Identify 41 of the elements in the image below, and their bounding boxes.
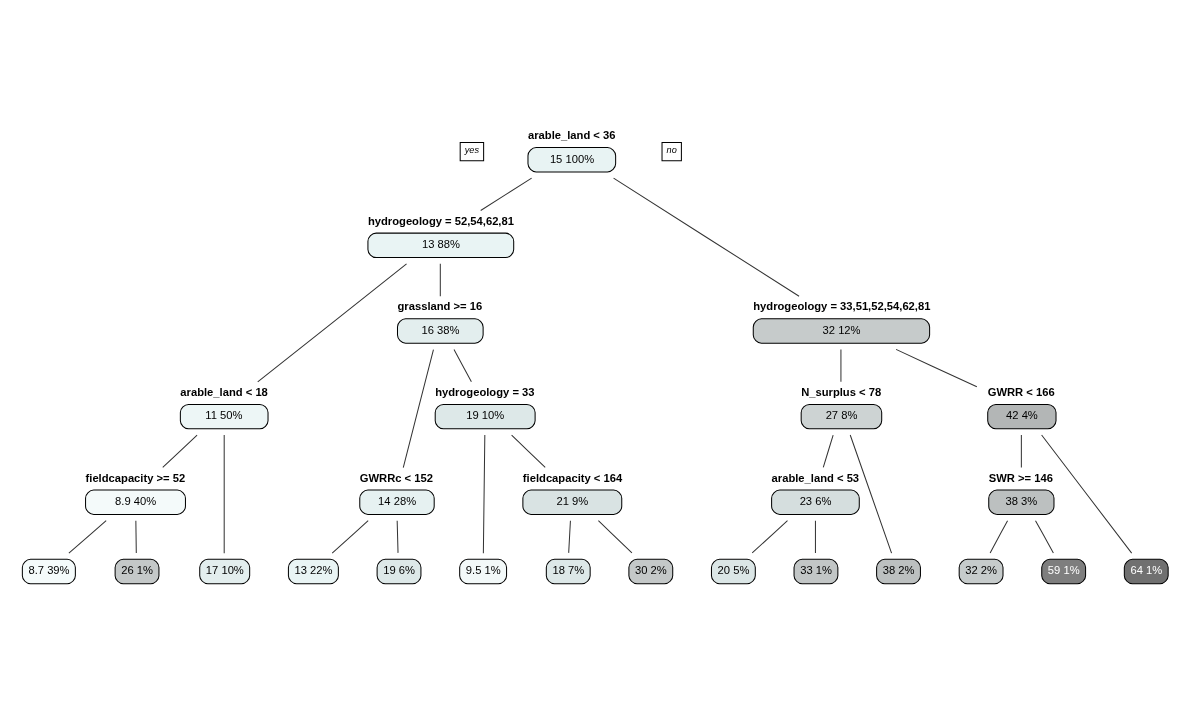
connector: [1035, 520, 1054, 554]
connector: [1020, 434, 1022, 468]
connector: [223, 434, 225, 554]
node-label: GWRRc < 152: [359, 471, 433, 484]
connector: [989, 520, 1009, 554]
connector: [814, 520, 816, 554]
connector: [453, 348, 472, 383]
node-label: hydrogeology = 33: [435, 386, 535, 399]
node-label: fieldcapacity >= 52: [85, 471, 186, 484]
connector: [482, 434, 486, 554]
connector: [331, 520, 369, 554]
connector: [480, 177, 533, 212]
node-label: arable_land < 53: [771, 471, 860, 484]
label: yes: [464, 144, 480, 155]
connector: [751, 520, 788, 554]
node-label: fieldcapacity < 164: [522, 471, 623, 484]
connector: [840, 348, 842, 383]
node-label: SWR >= 146: [988, 471, 1053, 484]
node-label: N_surplus < 78: [801, 386, 882, 399]
connector: [597, 520, 633, 554]
connector: [1041, 434, 1133, 554]
connector: [257, 263, 408, 383]
node-label: hydrogeology = 52,54,62,81: [367, 214, 514, 227]
connector: [396, 520, 399, 554]
connector: [439, 263, 441, 297]
connector: [568, 520, 571, 554]
connector: [68, 520, 107, 554]
node-label: hydrogeology = 33,51,52,54,62,81: [753, 300, 931, 313]
connector: [849, 434, 893, 554]
label: no: [666, 144, 677, 155]
connector: [895, 348, 978, 388]
node-label: grassland >= 16: [397, 300, 483, 313]
connector: [613, 177, 800, 297]
node-label: arable_land < 36: [527, 129, 616, 142]
connector: [162, 434, 198, 468]
node-label: GWRR < 166: [987, 386, 1055, 399]
connector: [402, 349, 434, 469]
node-label: arable_land < 18: [180, 386, 268, 399]
connector: [135, 520, 137, 554]
connector: [822, 434, 834, 468]
connector: [511, 434, 546, 468]
